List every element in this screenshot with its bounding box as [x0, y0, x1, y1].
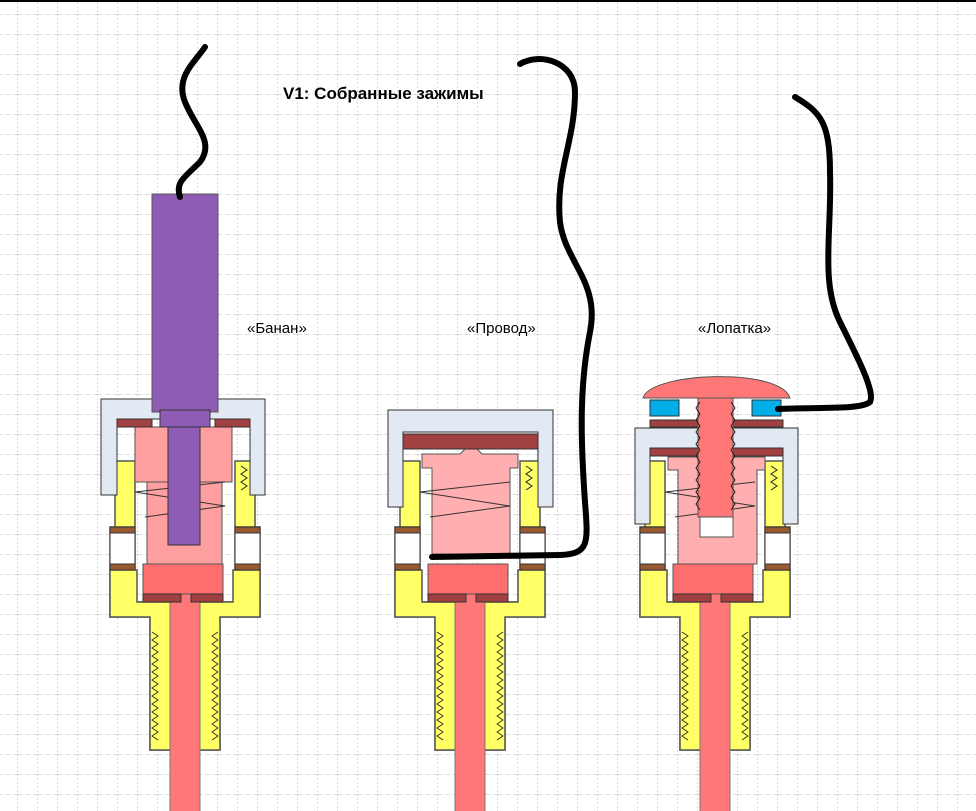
- pressure-plate: [402, 433, 539, 450]
- banana-plug-pin: [167, 426, 201, 546]
- wire: [429, 56, 595, 560]
- spacer: [649, 399, 680, 417]
- terminal-banana: «Банан»: [100, 44, 307, 811]
- diagram-title: V1: Собранные зажимы: [283, 84, 484, 103]
- banana-plug: [151, 193, 219, 413]
- cap: [387, 409, 554, 508]
- bolt: [697, 396, 734, 518]
- bolt-cavity: [699, 516, 734, 538]
- terminal-label: «Лопатка»: [698, 320, 771, 337]
- bolt-head: [642, 376, 791, 399]
- washer: [214, 418, 251, 428]
- terminal-label: «Банан»: [247, 320, 307, 337]
- terminal-wire: «Провод»: [387, 56, 595, 811]
- wire: [775, 94, 874, 412]
- terminal-spade: «Лопатка»: [634, 94, 874, 811]
- wire: [175, 44, 209, 200]
- banana-plug-collar: [159, 409, 211, 428]
- washer: [116, 418, 153, 428]
- terminal-label: «Провод»: [467, 320, 536, 337]
- piston: [421, 447, 519, 555]
